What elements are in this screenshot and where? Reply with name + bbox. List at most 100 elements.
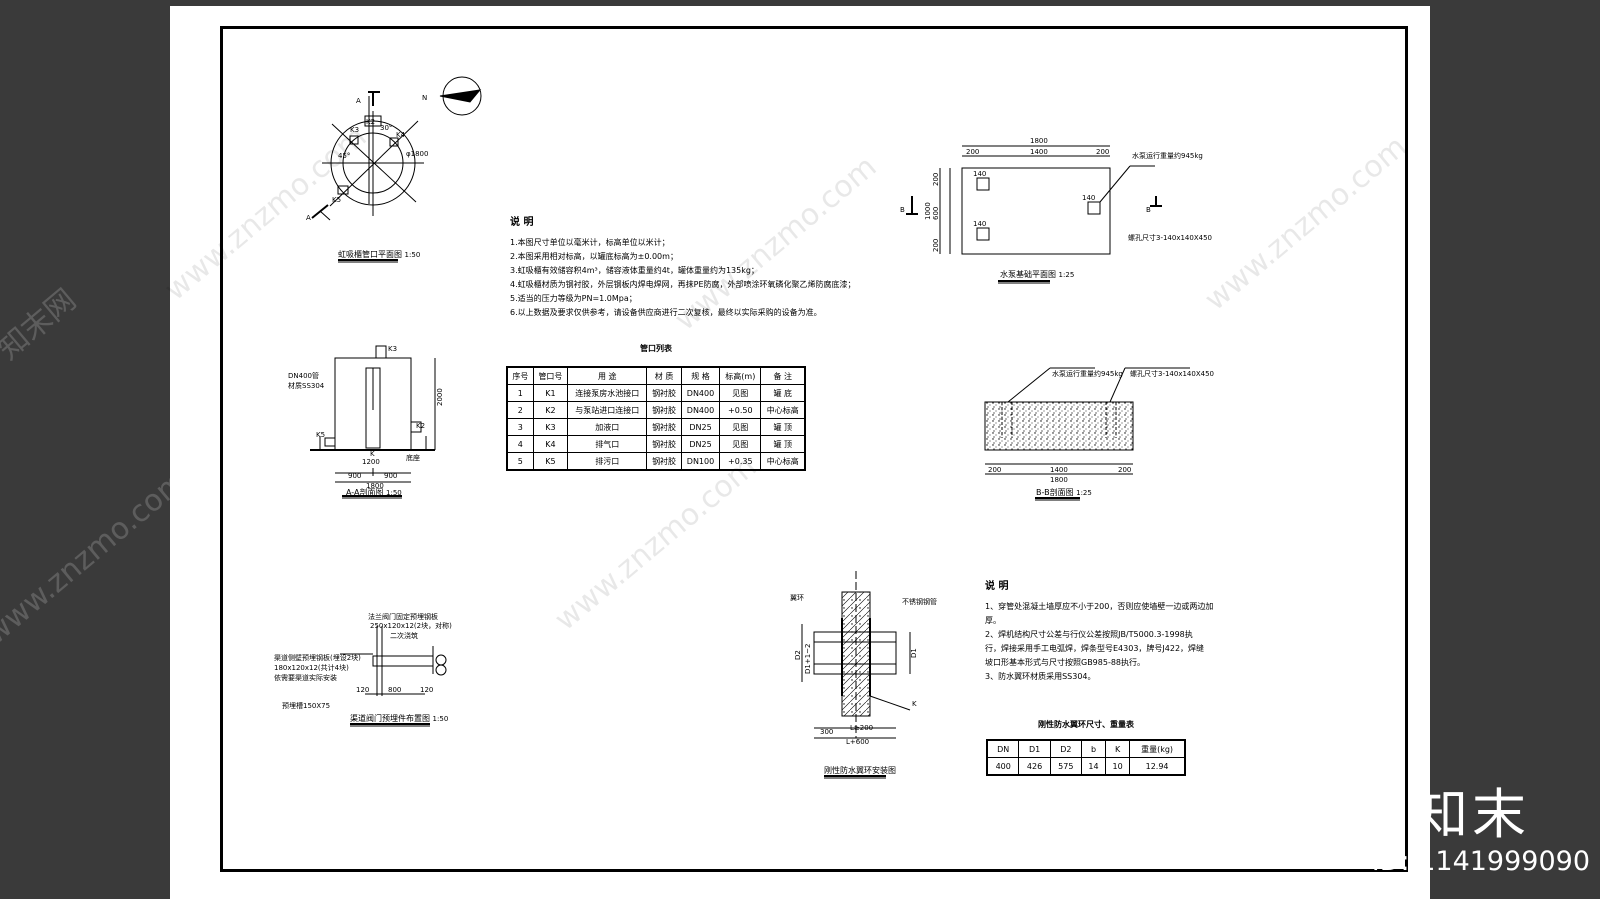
ring-table-title: 刚性防水翼环尺寸、重量表 — [1038, 720, 1134, 729]
dimension-label: 140 — [973, 170, 986, 178]
valve-note: 180x120x12(共计4块) — [274, 663, 349, 672]
port-table-title: 管口列表 — [640, 344, 672, 353]
valve-note: 预埋槽150X75 — [282, 701, 330, 710]
dimension-label: 200 — [932, 173, 940, 186]
angle-label: 30° — [380, 124, 392, 132]
pump-note: 螺孔尺寸3-140x140X450 — [1128, 233, 1212, 242]
valve-note: 渠道侧壁预埋钢板(埋设2块) — [274, 653, 361, 662]
dimension-label: 200 — [1118, 466, 1131, 474]
drawing-frame — [220, 26, 1408, 872]
port-label: K2 — [366, 118, 375, 126]
note-line: 2.本图采用相对标高，以罐底标高为±0.00m； — [510, 252, 678, 261]
brand-logo: 知末 — [1414, 783, 1530, 846]
dimension-label: 1400 — [1030, 148, 1048, 156]
ring-label: D1+1~2 — [804, 644, 812, 674]
pump-note: 水泵运行重量约945kg — [1132, 151, 1203, 160]
valve-note: 二次浇筑 — [390, 631, 418, 640]
dimension-label: 300 — [820, 728, 833, 736]
notes-heading: 说 明 — [985, 581, 1009, 592]
ring-label: D1 — [910, 648, 918, 658]
dimension-label: 1800 — [366, 482, 384, 490]
section-marker-label: A — [356, 97, 361, 105]
material-label: 材质SS304 — [288, 381, 325, 390]
note-line: 3.虹吸櫃有效储容积4m³，储容液体重量约4t，罐体重量约为135kg； — [510, 266, 759, 275]
dimension-label: 1800 — [1030, 137, 1048, 145]
dimension-label: 200 — [932, 239, 940, 252]
ring-label: 翼环 — [790, 594, 804, 602]
note-line: 4.虹吸櫃材质为钢衬胶，外层钢板内焊电焊网，再抹PE防腐，外部喷涂环氧磷化聚乙烯… — [510, 280, 856, 289]
watermark: www.znzmo.com — [0, 463, 194, 652]
section-marker-label: B — [1146, 206, 1151, 214]
port-label: K2 — [416, 422, 425, 430]
dimension-label: 1000 — [924, 202, 932, 220]
note-line: 2、焊机结构尺寸公差与行仪公差按照JB/T5000.3-1998执 — [985, 630, 1193, 639]
north-label: N — [422, 94, 427, 102]
ring-title: 刚性防水翼环安装图 — [824, 766, 896, 775]
dimension-label: 200 — [1096, 148, 1109, 156]
dimension-label: 600 — [932, 207, 940, 220]
port-label: K3 — [388, 345, 397, 353]
note-line: 厚。 — [985, 616, 1001, 625]
port-label: K3 — [350, 126, 359, 134]
note-line: 3、防水翼环材质采用SS304。 — [985, 672, 1096, 681]
dimension-label: 900 — [384, 472, 397, 480]
notes-general: 说 明 1.本图尺寸单位以毫米计，标高单位以米计； 2.本图采用相对标高，以罐底… — [510, 216, 856, 320]
base-label: 底座 — [406, 453, 420, 462]
dimension-label: 120 — [356, 686, 369, 694]
note-line: 坡口形基本形式与尺寸按照GB985-88执行。 — [985, 658, 1146, 667]
pump-plan-title: 水泵基础平面图 1:25 — [1000, 270, 1075, 279]
pump-note: 水泵运行重量约945kg — [1052, 369, 1123, 378]
image-id-label: ID: 1141999090 — [1371, 846, 1590, 877]
dimension-label: 200 — [988, 466, 1001, 474]
port-label: K5 — [316, 431, 325, 439]
dimension-label: 120 — [420, 686, 433, 694]
notes-heading: 说 明 — [510, 217, 534, 228]
pipe-label: DN400管 — [288, 371, 319, 380]
valve-embed-drawing — [340, 626, 447, 727]
port-label: K4 — [396, 131, 406, 139]
port-label: K5 — [332, 196, 341, 204]
notes-ring: 说 明 1、穿管处混凝土墙厚应不小于200，否则应使墙壁一边或两边加 厚。 2、… — [985, 580, 1213, 684]
note-line: 5.适当的压力等级为PN=1.0Mpa； — [510, 294, 637, 303]
ring-label: D2 — [794, 650, 802, 660]
dimension-label: φ1800 — [406, 150, 428, 158]
dimension-label: L+600 — [846, 738, 869, 746]
section-aa-title: A-A剖面图 1:50 — [346, 488, 402, 497]
angle-label: 45° — [338, 152, 350, 160]
note-line: 6.以上数据及要求仅供参考，请设备供应商进行二次复核，最终以实际采购的设备为准。 — [510, 308, 822, 317]
section-aa-drawing — [310, 345, 436, 499]
dimension-label: L≥200 — [850, 724, 873, 732]
note-line: 1.本图尺寸单位以毫米计，标高单位以米计； — [510, 238, 670, 247]
dimension-label: 900 — [348, 472, 361, 480]
section-bb-title: B-B剖面图 1:25 — [1036, 488, 1092, 497]
dimension-label: 140 — [1082, 194, 1095, 202]
dimension-label: 200 — [966, 148, 979, 156]
note-line: 行，焊接采用手工电弧焊，焊条型号E4303，牌号J422，焊缝 — [985, 644, 1205, 653]
plan-title: 虹吸櫃管口平面图 1:50 — [338, 250, 421, 259]
dimension-label: 1800 — [1050, 476, 1068, 484]
pump-plan-drawing — [906, 145, 1162, 284]
ring-label: 不锈钢钢管 — [902, 597, 937, 606]
port-label: K — [370, 450, 375, 458]
section-marker-label: B — [900, 206, 905, 214]
section-marker-label: A — [306, 214, 311, 222]
valve-note: 250x120x12(2块，对称) — [370, 621, 452, 630]
valve-note: 依需要渠道实际安装 — [274, 673, 337, 682]
dimension-label: 140 — [973, 220, 986, 228]
valve-note: 法兰阀门固定预埋钢板 — [368, 612, 438, 621]
pump-note: 螺孔尺寸3-140x140X450 — [1130, 369, 1214, 378]
dimension-label: 1200 — [362, 458, 380, 466]
drawing-canvas: AANK2K3K4K545°30°φ1800DN400管材质SS304K3K2K… — [274, 76, 1214, 779]
port-table-header: 序号 管口号 用 途 材 质 规 格 标高(m) 备 注 — [506, 366, 806, 385]
dimension-label: 1400 — [1050, 466, 1068, 474]
siphon-plan-drawing — [311, 91, 424, 221]
